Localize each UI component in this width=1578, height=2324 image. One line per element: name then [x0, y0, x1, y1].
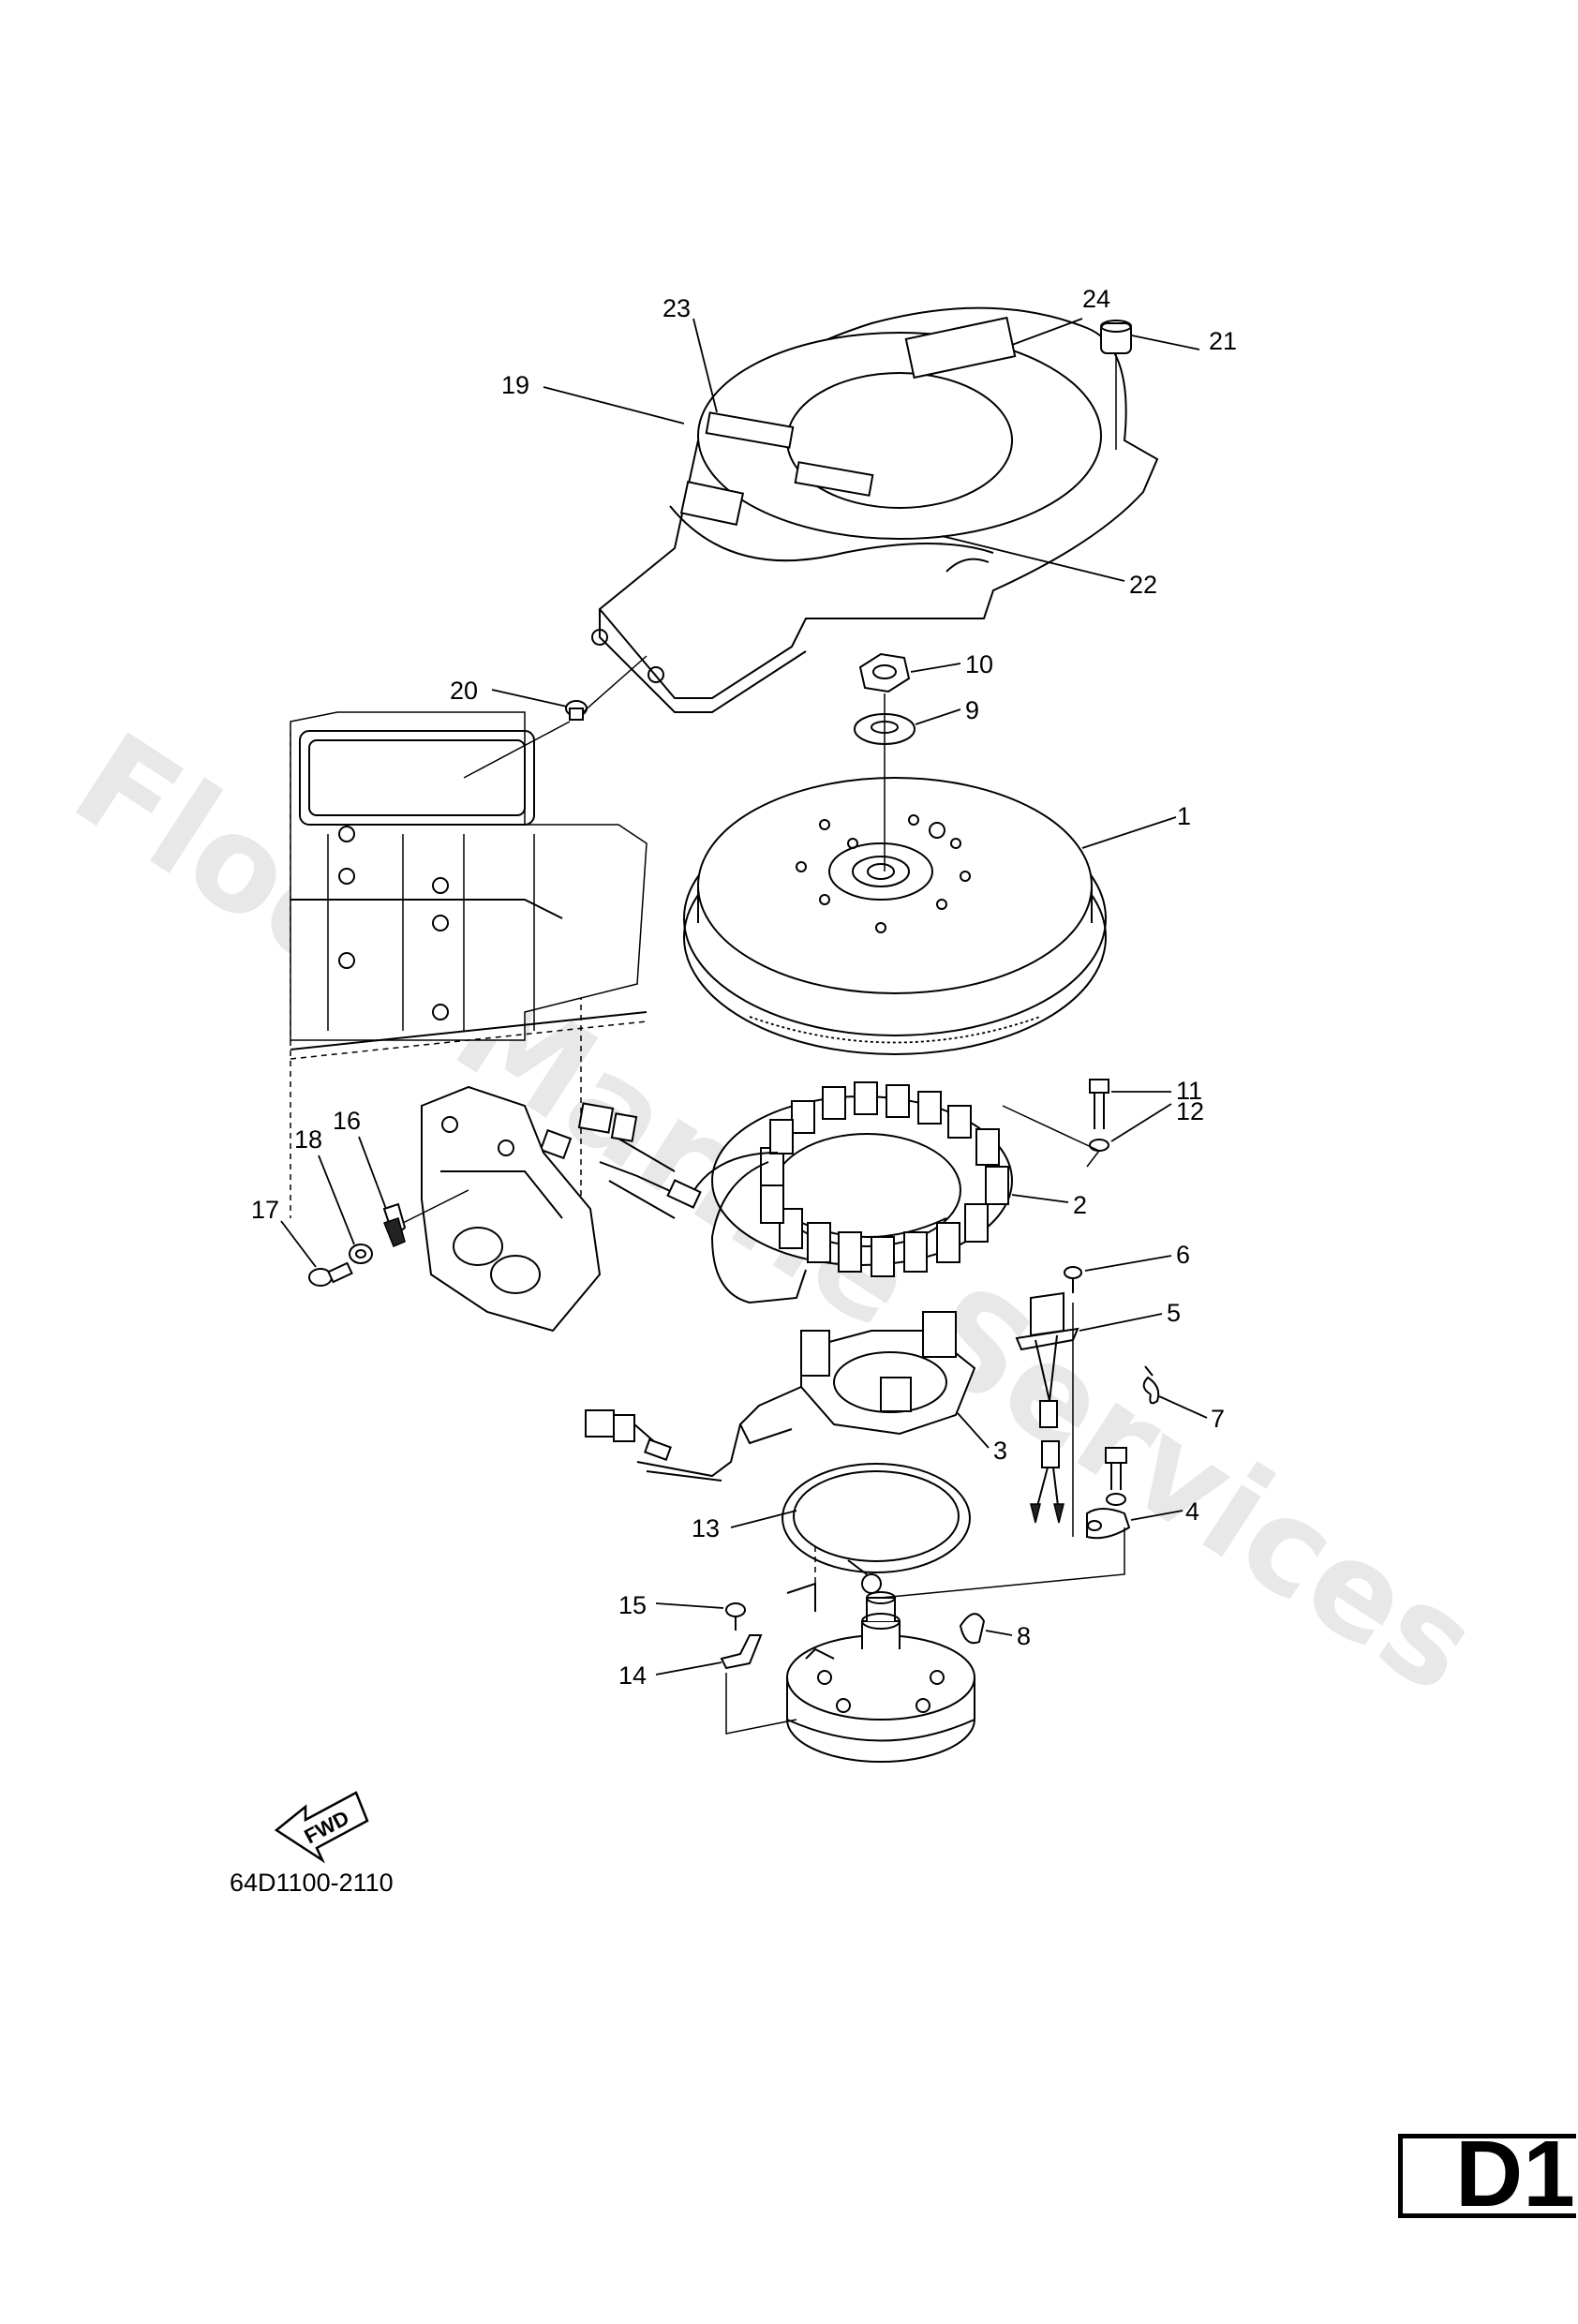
callout-6: 6 — [1176, 1241, 1190, 1269]
callout-16: 16 — [333, 1107, 361, 1135]
page-label-box: D1 — [1398, 2134, 1576, 2218]
stator — [539, 1081, 1013, 1304]
callout-19: 19 — [501, 371, 529, 399]
callout-15: 15 — [618, 1591, 647, 1619]
flywheel-cover — [591, 306, 1159, 713]
callout-7: 7 — [1211, 1405, 1225, 1433]
clamp-4 — [880, 1303, 1131, 1599]
callout-5: 5 — [1167, 1299, 1181, 1327]
callout-numbers: 1 2 3 4 5 6 7 8 9 10 11 12 13 14 15 16 1… — [251, 285, 1237, 1690]
callout-12: 12 — [1176, 1097, 1204, 1125]
screw-17 — [308, 1261, 353, 1287]
page-label: D1 — [1455, 2134, 1575, 2218]
bearing-housing — [786, 1546, 975, 1763]
ring-13 — [782, 1463, 971, 1575]
pulser-coil-5 — [1015, 1291, 1079, 1524]
callout-1: 1 — [1177, 802, 1191, 830]
callout-9: 9 — [965, 696, 979, 724]
callout-3: 3 — [993, 1437, 1007, 1465]
washer-18 — [349, 1244, 373, 1264]
plate-14 — [720, 1634, 797, 1735]
grommet-21 — [1100, 320, 1132, 450]
clip-16 — [382, 1189, 469, 1247]
part-code: 64D1100-2110 — [230, 1869, 394, 1897]
key-8 — [959, 1613, 986, 1645]
callout-2: 2 — [1073, 1191, 1087, 1219]
callout-20: 20 — [450, 677, 478, 705]
screw-20 — [463, 655, 648, 779]
callout-10: 10 — [965, 650, 993, 678]
callout-24: 24 — [1082, 285, 1110, 313]
engine-block — [290, 711, 648, 1237]
screw-6 — [1064, 1266, 1082, 1293]
lighting-coil-base — [585, 1311, 976, 1482]
callout-21: 21 — [1209, 327, 1237, 355]
callout-18: 18 — [294, 1125, 322, 1154]
washer-12 — [1002, 1105, 1109, 1168]
callout-8: 8 — [1017, 1622, 1031, 1650]
callout-22: 22 — [1129, 571, 1157, 599]
screw-15 — [725, 1602, 746, 1631]
bracket-housing — [421, 1085, 602, 1333]
callout-14: 14 — [618, 1661, 647, 1690]
clip-7 — [1142, 1365, 1160, 1405]
callout-11: 11 — [1176, 1077, 1202, 1105]
nut-10 — [858, 652, 911, 693]
callout-23: 23 — [662, 294, 691, 322]
leader-lines — [280, 318, 1208, 1676]
bolt-11 — [1089, 1079, 1109, 1129]
callout-4: 4 — [1185, 1497, 1199, 1526]
flywheel — [683, 693, 1107, 1055]
fwd-arrow-icon: FWD — [274, 1791, 369, 1864]
callout-17: 17 — [251, 1196, 279, 1224]
callout-13: 13 — [692, 1514, 720, 1542]
